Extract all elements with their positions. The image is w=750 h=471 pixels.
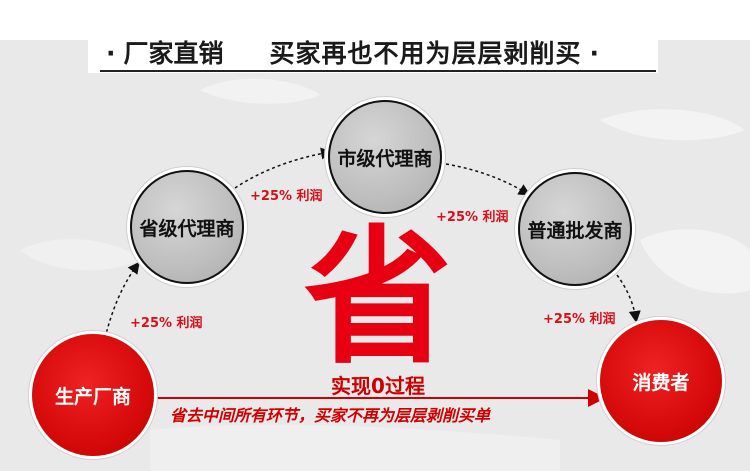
profit-label-3: +25% 利润 bbox=[436, 210, 509, 225]
profit-label-2: +25% 利润 bbox=[250, 189, 323, 204]
header-box bbox=[88, 0, 658, 73]
header-right-text: 买家再也不用为层层剥削买 bbox=[269, 39, 582, 68]
bottom-line-caption: 省去中间所有环节，买家不再为层层剥削买单 bbox=[170, 406, 491, 425]
node-city-agent: 市级代理商 bbox=[328, 100, 442, 214]
node-consumer: 消费者 bbox=[600, 320, 722, 442]
node-manufacturer: 生产厂商 bbox=[32, 334, 154, 456]
header-underline bbox=[100, 70, 656, 72]
header-title: ·厂家直销买家再也不用为层层剥削买· bbox=[106, 34, 666, 68]
arrow-city-to-wholesaler bbox=[445, 163, 531, 196]
profit-label-1: +25% 利润 bbox=[130, 316, 203, 331]
arrow-wholesaler-to-consumer bbox=[616, 274, 641, 323]
header-dot-right: · bbox=[589, 39, 600, 68]
header-left-text: 厂家直销 bbox=[123, 39, 224, 68]
header-dot-left: · bbox=[106, 39, 116, 68]
center-subtitle: 实现0过程 bbox=[331, 374, 425, 398]
arrow-manufacturer-to-provincial bbox=[104, 261, 140, 339]
node-provincial-agent: 省级代理商 bbox=[130, 170, 244, 284]
arrow-provincial-to-city bbox=[234, 147, 333, 189]
node-wholesaler: 普通批发商 bbox=[518, 172, 632, 286]
profit-label-4: +25% 利润 bbox=[543, 312, 616, 327]
center-big-character: 省 bbox=[304, 212, 452, 384]
